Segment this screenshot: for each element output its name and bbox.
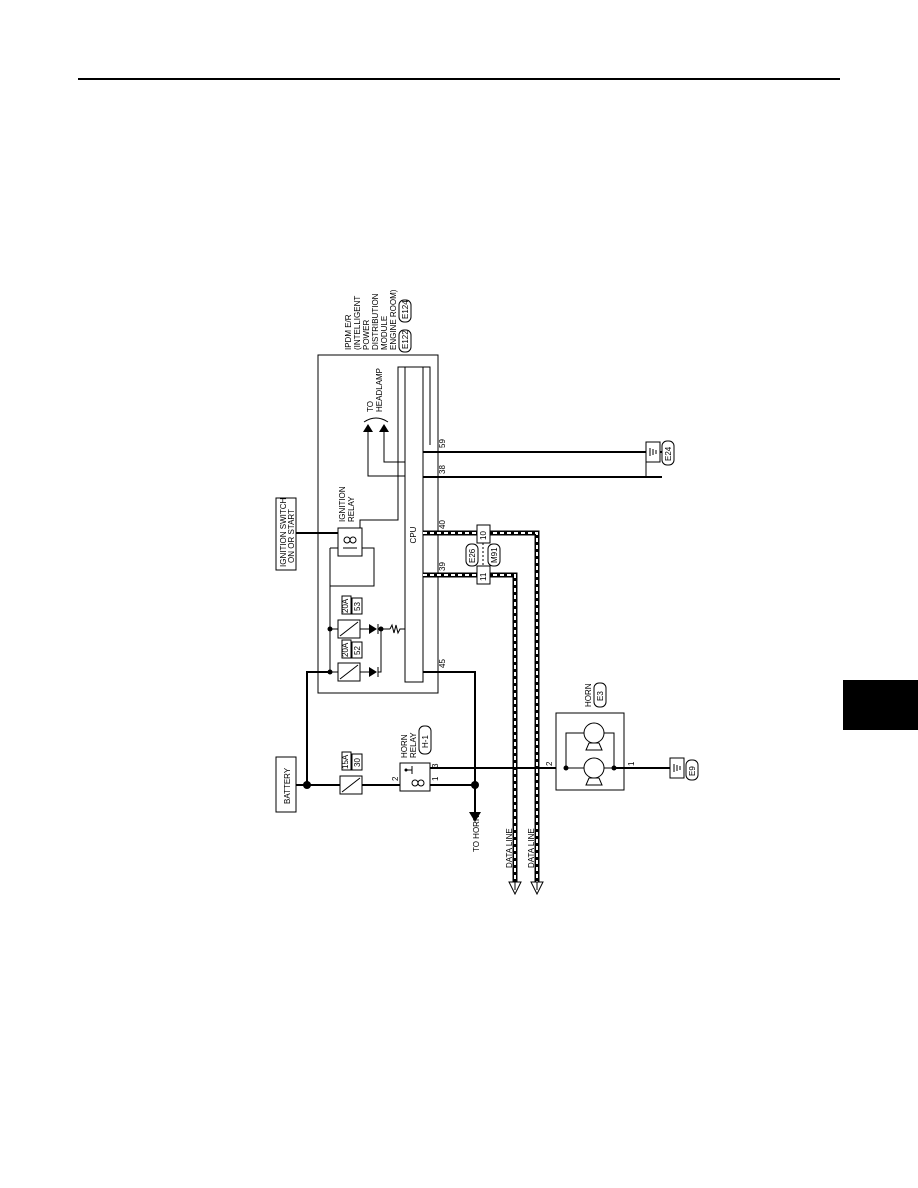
svg-text:ENGINE ROOM): ENGINE ROOM) [389, 289, 398, 350]
horn-icon-lower [583, 757, 605, 786]
headlamp-arrow-b [379, 424, 389, 432]
svg-text:POWER: POWER [362, 320, 371, 350]
joint-e26-box [465, 543, 479, 567]
fuse-53-number: 53 [353, 602, 362, 611]
data-line-40 [423, 530, 540, 888]
fuse-52-number-box [351, 641, 363, 659]
svg-text:E122: E122 [401, 330, 410, 349]
fuse-30-number: 30 [353, 758, 362, 767]
fuse-30-rating-box [341, 751, 352, 771]
horn-relay-label-2: RELAY [409, 732, 418, 758]
data-line-label-2: DATA LINE [527, 828, 536, 868]
relay-to-bus [330, 547, 375, 587]
svg-text:IPDM E/R: IPDM E/R [344, 314, 353, 350]
fuse-52-number: 52 [353, 646, 362, 655]
cpu-to-ign-relay [359, 366, 405, 540]
joint-pin-11-box [476, 565, 491, 585]
data-line-39 [423, 572, 518, 888]
horn-connector-box [593, 682, 607, 708]
headlamp-arrow-a [363, 424, 373, 432]
ground-e9-label: E9 [688, 766, 697, 776]
ignition-relay-label-2: RELAY [347, 496, 356, 522]
joint-m91-box [487, 543, 501, 567]
battery-to-module-wire [306, 671, 330, 785]
fuse-52-rating: 20A [341, 642, 350, 657]
terminal-38: 38 [438, 465, 447, 474]
horn-relay-terminal-3: 3 [431, 763, 440, 768]
horn-relay [399, 762, 431, 792]
terminal-39: 39 [438, 562, 447, 571]
joint-pin-11: 11 [479, 572, 488, 581]
terminal-45: 45 [438, 659, 447, 668]
to-horn-label: TO HORN [472, 815, 481, 852]
header-rule [78, 78, 840, 80]
fuse-52-rating-box [341, 639, 352, 659]
headlamp-wire-b [383, 432, 405, 463]
joint-m91: M91 [490, 547, 499, 563]
svg-text:(INTELLIGENT: (INTELLIGENT [353, 296, 362, 350]
ignition-switch-label-1: IGNITION SWITCH [279, 497, 288, 567]
fuse-53-rating: 20A [341, 598, 350, 613]
ground-e24: E24 [645, 440, 675, 477]
cpu-label: CPU [409, 526, 418, 543]
cpu-top-link [423, 366, 431, 445]
ground-e9: E9 [669, 757, 699, 781]
data-line-terminator-39 [508, 881, 522, 896]
ipdm-title: IPDM E/R (INTELLIGENT POWER DISTRIBUTION… [344, 289, 398, 350]
svg-text:MODULE: MODULE [380, 316, 389, 350]
headlamp-wire-a [367, 432, 405, 477]
horn-relay-terminal-1: 1 [431, 776, 440, 781]
wire-terminal-45 [423, 671, 476, 786]
horn-label: HORN [584, 683, 593, 707]
horn-icon-upper [583, 722, 605, 751]
horn-relay-label-1: HORN [400, 734, 409, 758]
ipdm-connector-e122: E122 [398, 329, 412, 353]
horn-relay-connector: H-1 [421, 735, 430, 748]
horn-terminal-2: 2 [545, 761, 554, 766]
section-tab [843, 680, 918, 730]
battery-label: BATTERY [283, 767, 292, 804]
horn-connector: E3 [596, 691, 605, 701]
ignition-relay-label-1: IGNITION [338, 486, 347, 522]
terminal-40: 40 [438, 520, 447, 529]
ground-e24-label: E24 [664, 446, 673, 461]
to-horn-arrow [469, 812, 481, 822]
fuse-30 [339, 775, 363, 795]
joint-pin-10: 10 [479, 531, 488, 540]
horn-relay-terminal-2: 2 [391, 776, 400, 781]
fuse-53 [330, 619, 405, 639]
ignition-relay [337, 527, 363, 557]
headlamp-brace [363, 417, 389, 423]
to-headlamp-label-2: HEADLAMP [375, 368, 384, 412]
horn-relay-connector-box [418, 725, 432, 755]
horn-upper-right-wire [604, 732, 615, 768]
to-headlamp-label-1: TO [366, 401, 375, 412]
horn-node-left [563, 765, 569, 771]
ignition-switch-label-2: ON OR START [287, 509, 296, 563]
battery-node [303, 781, 311, 789]
svg-text:E124: E124 [401, 300, 410, 319]
fuse-52 [330, 629, 382, 682]
horn-terminal-1: 1 [627, 761, 636, 766]
fuse-30-number-box [351, 753, 363, 771]
joint-e26: E26 [468, 548, 477, 563]
cpu-box [404, 366, 424, 683]
terminal-59: 59 [438, 439, 447, 448]
data-line-terminator-40 [530, 881, 544, 896]
fuse-53-number-box [351, 597, 363, 615]
ipdm-connector-e124: E124 [398, 299, 412, 323]
svg-text:DISTRIBUTION: DISTRIBUTION [371, 293, 380, 350]
fuse-53-rating-box [341, 595, 352, 615]
fuse-30-rating: 15A [341, 754, 350, 769]
data-line-label-1: DATA LINE [505, 828, 514, 868]
horn-upper-left-wire [565, 732, 584, 768]
